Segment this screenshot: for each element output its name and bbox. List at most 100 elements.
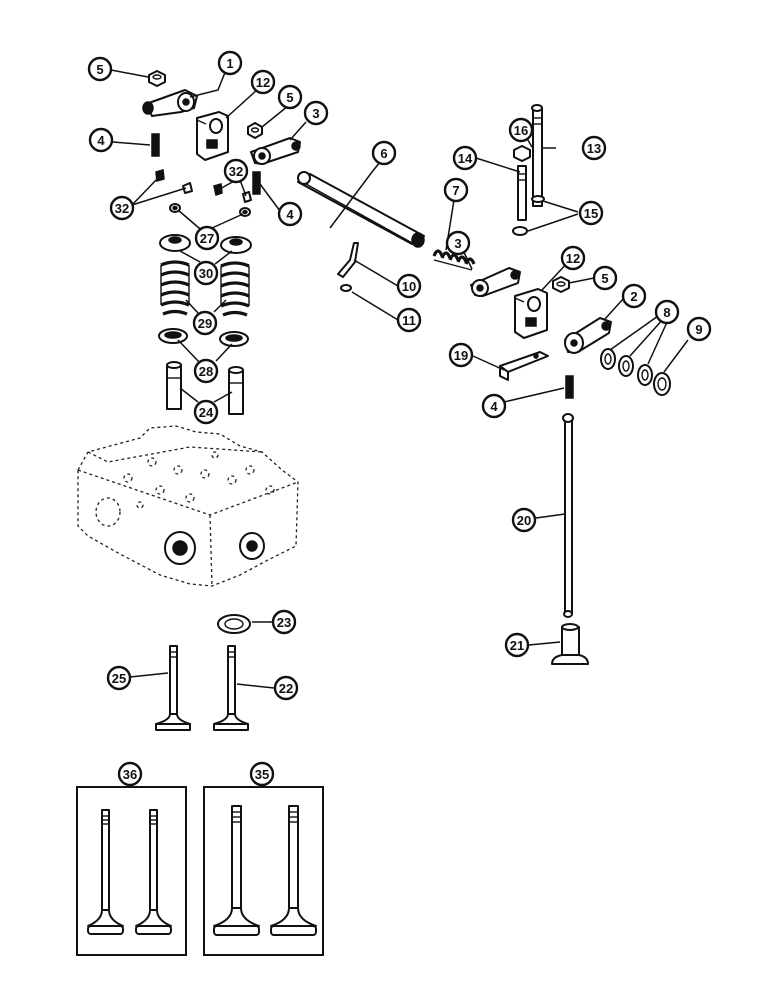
- callout-16: 16: [508, 117, 534, 143]
- callout-15: 15: [578, 200, 604, 226]
- callout-28: 28: [193, 358, 219, 384]
- cylinder-head-phantom: [77, 425, 299, 587]
- tappet-part-21: [551, 623, 589, 665]
- valve-part-22: [213, 645, 249, 731]
- callout-3-right: 3: [445, 230, 471, 256]
- adjusting-screw-part-4-left: [151, 133, 160, 157]
- svg-text:14: 14: [458, 151, 473, 166]
- stud-part-13: [531, 104, 543, 207]
- washers-part-15: [512, 195, 545, 236]
- adjusting-screw-part-4-right: [565, 375, 574, 399]
- callout-23: 23: [271, 609, 297, 635]
- svg-text:32: 32: [115, 201, 129, 216]
- svg-text:11: 11: [402, 313, 416, 328]
- callout-27: 27: [194, 225, 220, 251]
- callout-2: 2: [621, 283, 647, 309]
- svg-text:23: 23: [277, 615, 291, 630]
- rocker-shaft-part-6: [297, 171, 425, 248]
- callout-5-top: 5: [87, 56, 113, 82]
- callout-12-left: 12: [250, 69, 276, 95]
- spring-part-7: [432, 249, 476, 271]
- valve-part-25: [155, 645, 191, 731]
- svg-text:15: 15: [584, 206, 598, 221]
- callout-25: 25: [106, 665, 132, 691]
- svg-text:2: 2: [630, 289, 637, 304]
- svg-text:27: 27: [200, 231, 214, 246]
- callout-4-mid: 4: [277, 201, 303, 227]
- callout-36: 36: [117, 761, 143, 787]
- rocker-arm-part-2: [564, 317, 612, 354]
- svg-text:28: 28: [199, 364, 213, 379]
- svg-text:36: 36: [123, 767, 137, 782]
- valve-kit-box-35: [203, 786, 324, 956]
- rocker-arm-part-3-right: [470, 267, 521, 297]
- callout-5-mid: 5: [277, 84, 303, 110]
- svg-text:9: 9: [695, 322, 702, 337]
- svg-text:4: 4: [490, 399, 498, 414]
- valve-seal-part-23: [217, 614, 251, 634]
- washers-part-8: [600, 348, 653, 386]
- svg-text:5: 5: [601, 271, 608, 286]
- rocker-arm-part-3-left: [250, 137, 301, 165]
- svg-text:16: 16: [514, 123, 528, 138]
- svg-text:3: 3: [454, 236, 461, 251]
- svg-text:30: 30: [199, 266, 213, 281]
- callout-10: 10: [396, 273, 422, 299]
- callout-7: 7: [443, 177, 469, 203]
- valve-kit-box-36: [76, 786, 187, 956]
- svg-text:20: 20: [517, 513, 531, 528]
- spring-seats-part-28: [158, 328, 249, 347]
- callout-19: 19: [448, 342, 474, 368]
- valve-springs-part-29: [160, 260, 250, 317]
- callout-9: 9: [686, 316, 712, 342]
- callout-21: 21: [504, 632, 530, 658]
- svg-text:10: 10: [402, 279, 416, 294]
- rocker-arm-part-1: [142, 89, 198, 117]
- svg-text:1: 1: [226, 56, 233, 71]
- callout-13: 13: [581, 135, 607, 161]
- callout-22: 22: [273, 675, 299, 701]
- svg-text:5: 5: [96, 62, 103, 77]
- callout-29: 29: [192, 310, 218, 336]
- adjusting-screw-part-4-mid: [252, 171, 261, 195]
- callout-30: 30: [193, 260, 219, 286]
- svg-text:3: 3: [312, 106, 319, 121]
- svg-text:7: 7: [452, 183, 459, 198]
- callout-12-right: 12: [560, 245, 586, 271]
- callout-8: 8: [654, 299, 680, 325]
- svg-text:12: 12: [256, 75, 270, 90]
- callout-1: 1: [217, 50, 243, 76]
- svg-text:29: 29: [198, 316, 212, 331]
- callout-35: 35: [249, 761, 275, 787]
- svg-text:32: 32: [229, 164, 243, 179]
- svg-text:4: 4: [286, 207, 294, 222]
- svg-text:19: 19: [454, 348, 468, 363]
- callout-4-right: 4: [481, 393, 507, 419]
- callout-24: 24: [193, 399, 219, 425]
- callout-3-left: 3: [303, 100, 329, 126]
- nut-part-16: [513, 145, 531, 162]
- svg-text:25: 25: [112, 671, 126, 686]
- svg-text:6: 6: [380, 146, 387, 161]
- bracket-part-19: [499, 351, 549, 381]
- nut-part-5-top: [148, 70, 166, 87]
- svg-text:12: 12: [566, 251, 580, 266]
- callout-4-left: 4: [88, 127, 114, 153]
- svg-text:13: 13: [587, 141, 601, 156]
- svg-text:21: 21: [510, 638, 524, 653]
- nut-part-5-right: [552, 276, 570, 293]
- rocker-bracket-part-12-right: [514, 288, 548, 339]
- svg-text:35: 35: [255, 767, 269, 782]
- washer-part-9: [653, 372, 671, 396]
- callout-11: 11: [396, 307, 422, 333]
- leader-lines: [110, 69, 689, 689]
- push-rod-part-20: [562, 413, 574, 618]
- callout-5-right: 5: [592, 265, 618, 291]
- callout-14: 14: [452, 145, 478, 171]
- callout-6: 6: [371, 140, 397, 166]
- oil-tube-part-10: [337, 242, 359, 278]
- nut-part-5-mid: [247, 122, 263, 139]
- callout-20: 20: [511, 507, 537, 533]
- svg-text:8: 8: [663, 305, 670, 320]
